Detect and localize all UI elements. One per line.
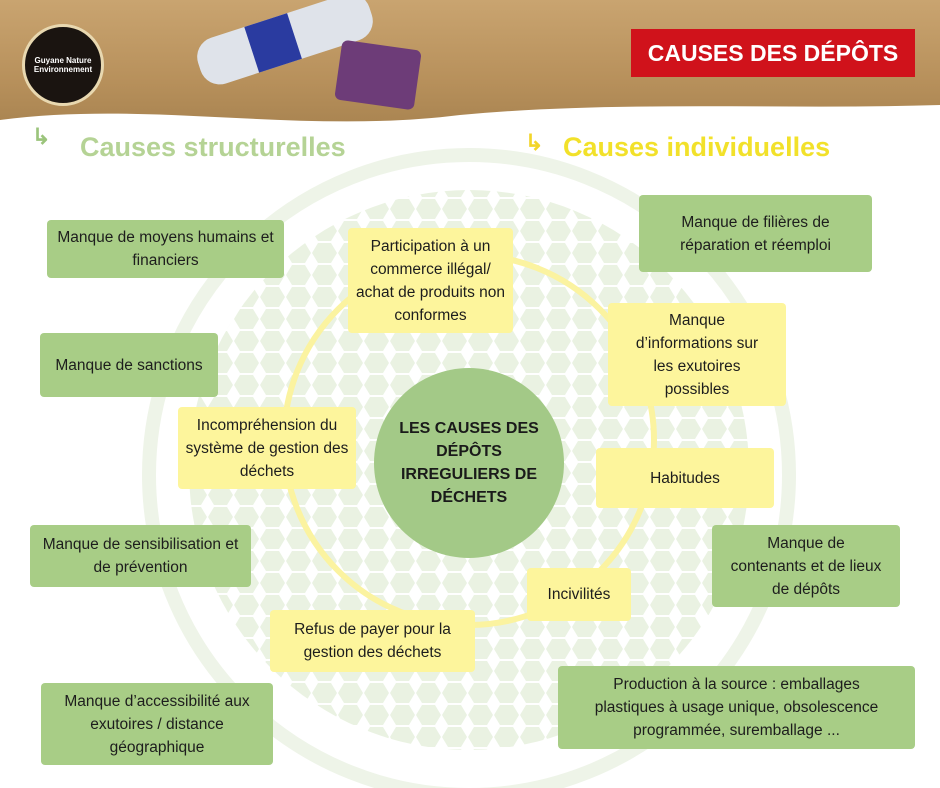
structural-cause: Manque d’accessibilité aux exutoires / d… <box>41 683 273 765</box>
structural-cause: Manque de filières de réparation et réem… <box>639 195 872 272</box>
logo: Guyane Nature Environnement <box>22 24 104 106</box>
individual-cause: Incivilités <box>527 568 631 621</box>
header-wave <box>0 105 940 135</box>
individual-cause: Manque d’informations sur les exutoires … <box>608 303 786 406</box>
structural-cause: Manque de sensibilisation et de préventi… <box>30 525 251 587</box>
arrow-icon: ↳ <box>32 124 51 149</box>
center-circle: LES CAUSES DES DÉPÔTS IRREGULIERS DE DÉC… <box>374 368 564 558</box>
individual-cause: Refus de payer pour la gestion des déche… <box>270 610 475 672</box>
section-title-individual: Causes individuelles <box>563 132 831 162</box>
logo-text: Guyane Nature Environnement <box>33 56 93 74</box>
outer-ring <box>142 148 796 788</box>
structural-cause: Manque de moyens humains et financiers <box>47 220 284 278</box>
title-badge: CAUSES DES DÉPÔTS <box>631 29 915 77</box>
individual-cause: Participation à un commerce illégal/ ach… <box>348 228 513 333</box>
individual-cause: Incompréhension du système de gestion de… <box>178 407 356 489</box>
structural-cause: Manque de contenants et de lieux de dépô… <box>712 525 900 607</box>
section-title-structural: Causes structurelles <box>80 132 346 162</box>
structural-cause: Production à la source : emballages plas… <box>558 666 915 749</box>
individual-cause: Habitudes <box>596 448 774 508</box>
arrow-icon: ↳ <box>525 130 544 155</box>
structural-cause: Manque de sanctions <box>40 333 218 397</box>
